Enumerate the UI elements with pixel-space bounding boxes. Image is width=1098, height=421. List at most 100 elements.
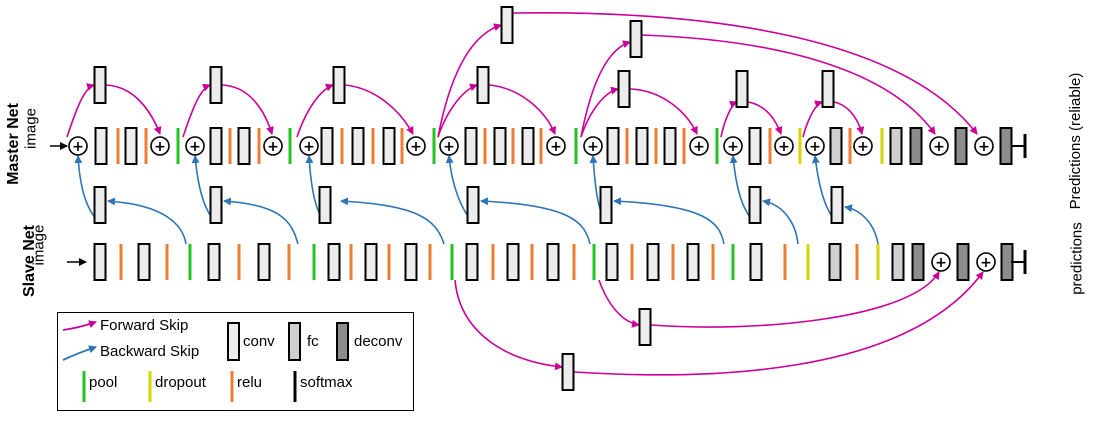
forward-skip-arrow [437,23,502,138]
deconv-layer [999,127,1013,165]
sum-symbol: + [267,139,279,155]
conv-layer [351,127,365,165]
sum-node [929,136,949,156]
conv-layer [94,127,108,165]
sum-node [974,136,994,156]
forward-skip-arrow [598,279,640,328]
sum-node [263,136,283,156]
forward-skip-arrow [720,100,738,138]
backward-skip-arrow [844,204,879,245]
sum-symbol: + [933,139,945,155]
conv-layer [332,66,346,104]
conv-layer [93,186,107,224]
conv-layer [257,243,271,281]
conv-layer [93,243,107,281]
conv-layer [635,127,649,165]
legend-backward-arrow [62,345,97,361]
conv-layer [617,70,631,108]
deconv-layer [956,243,970,281]
conv-layer [599,186,613,224]
sum-node [689,136,709,156]
forward-skip-arrow [296,83,334,138]
slave-output-label: predictions [1068,222,1086,295]
conv-layer [466,186,480,224]
conv-layer [124,127,138,165]
conv-layer [318,186,332,224]
sum-symbol: + [727,139,739,155]
sum-symbol: + [809,139,821,155]
forward-skip-arrow [488,84,556,135]
forward-skip-arrow [629,88,698,135]
forward-skip-arrow [650,271,940,328]
sum-symbol: + [778,139,790,155]
forward-skip-arrow [573,271,984,376]
backward-skip-arrow [613,197,725,245]
sum-symbol: + [154,139,166,155]
sum-node [299,136,319,156]
legend-deconv-label: deconv [354,333,403,350]
legend-graphics [62,320,349,402]
conv-layer [493,127,507,165]
deconv-layer [911,243,925,281]
master-input-label: image [22,108,40,149]
sum-node [150,136,170,156]
sum-node [774,136,794,156]
legend-fc-icon [288,322,301,361]
conv-layer [830,186,844,224]
sum-symbol: + [980,255,992,271]
deconv-layer [1000,243,1014,281]
forward-skip-arrow [182,83,211,138]
conv-layer [561,353,575,391]
conv-layer [646,243,660,281]
conv-layer [320,127,334,165]
sum-symbol: + [410,139,422,155]
sum-symbol: + [443,139,455,155]
sum-symbol: + [303,139,315,155]
deconv-layer [954,127,968,165]
sum-symbol: + [935,255,947,271]
backward-skip-arrow [480,197,591,245]
forward-skip-arrow [641,34,936,135]
conv-layer [476,66,490,104]
sum-nodes: ++++++++++++++++++ [68,136,996,272]
legend-backward-label: Backward Skip [100,343,200,360]
sum-symbol: + [693,139,705,155]
sum-node [68,136,88,156]
forward-skip-arrow [802,100,823,138]
forward-skip-arrow [747,101,783,135]
forward-skip-arrow [66,83,95,138]
forward-skip-arrow [512,11,978,135]
layers [93,6,1027,391]
conv-layer [209,66,223,104]
forward-skip-arrow [580,86,619,138]
conv-layer [404,243,418,281]
conv-layer [237,127,251,165]
forward-skip-arrow [833,101,865,135]
conv-layer [638,308,652,346]
sum-node [976,252,996,272]
skip-connections [50,11,984,376]
conv-layer [686,243,700,281]
conv-layer [465,243,479,281]
legend-deconv-icon [336,322,349,361]
backward-skip-arrow [107,197,187,245]
conv-layer [663,127,677,165]
legend-relu-label: relu [237,374,263,391]
conv-layer [629,20,643,58]
sum-symbol: + [978,139,990,155]
slave-input-label: image [30,224,48,266]
conv-layer [207,243,221,281]
forward-skip-arrow [221,84,274,135]
conv-layer [500,6,514,44]
backward-skip-arrow [340,197,445,245]
conv-layer [748,127,762,165]
legend-pool-label: pool [89,374,118,391]
forward-skip-arrow [105,84,162,135]
fc-layer [891,243,905,281]
sum-node [583,136,603,156]
conv-layer [748,186,762,224]
backward-skip-arrow [762,198,799,245]
conv-layer [327,243,341,281]
sum-symbol: + [189,139,201,155]
